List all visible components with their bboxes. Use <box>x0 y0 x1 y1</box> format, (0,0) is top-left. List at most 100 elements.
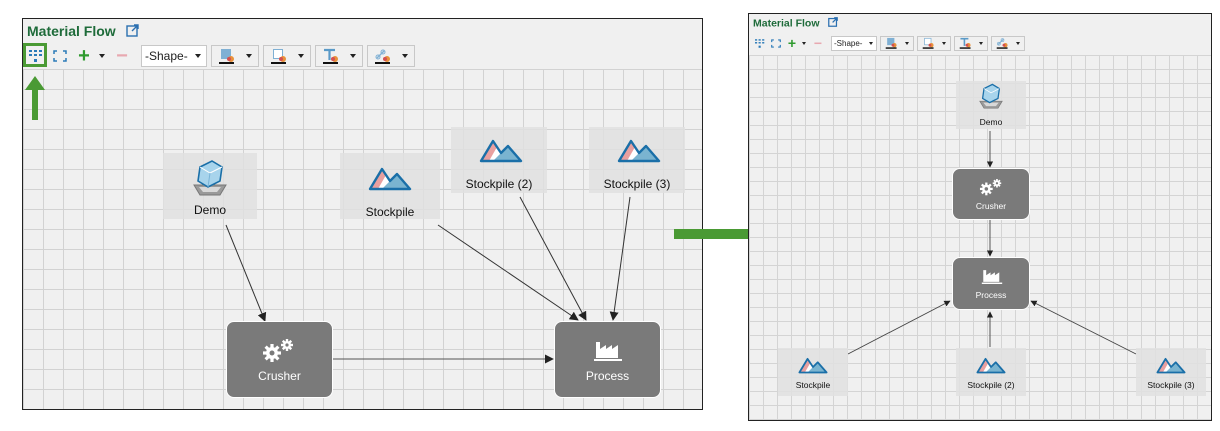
connector-color-dropdown[interactable] <box>367 45 415 67</box>
material-flow-panel-before: Material Flow + − -Shape- <box>22 18 703 410</box>
node-process[interactable]: Process <box>554 321 661 398</box>
node-label: Demo <box>979 117 1003 127</box>
text-color-icon <box>323 48 338 64</box>
line-color-dropdown[interactable] <box>263 45 311 67</box>
external-link-icon[interactable] <box>125 24 139 40</box>
auto-layout-button[interactable] <box>25 45 47 67</box>
auto-layout-highlight <box>23 43 47 67</box>
fit-to-screen-icon <box>771 38 781 48</box>
fit-to-screen-button[interactable] <box>767 35 785 51</box>
fill-color-icon <box>885 37 897 49</box>
node-demo[interactable]: Demo <box>956 81 1026 129</box>
gears-icon <box>979 179 1002 196</box>
fill-color-dropdown[interactable] <box>880 35 914 51</box>
node-crusher[interactable]: Crusher <box>226 321 333 398</box>
node-label: Stockpile (2) <box>967 380 1015 390</box>
line-color-icon <box>922 37 934 49</box>
edge-stockpile3-process[interactable] <box>1030 300 1137 355</box>
stockpile-icon <box>617 139 661 163</box>
text-color-dropdown[interactable] <box>954 35 988 51</box>
panel-title: Material Flow <box>27 23 139 40</box>
factory-icon <box>981 270 1003 284</box>
node-crusher[interactable]: Crusher <box>952 168 1030 220</box>
edge-demo-crusher[interactable] <box>225 224 267 322</box>
add-dropdown-button[interactable] <box>799 35 809 51</box>
stockpile-icon <box>1156 357 1186 374</box>
text-color-dropdown[interactable] <box>315 45 363 67</box>
node-stockpile-2[interactable]: Stockpile (2) <box>451 127 547 193</box>
diagram-canvas[interactable]: Demo Crusher Process <box>749 55 1211 420</box>
node-label: Stockpile (3) <box>603 177 671 191</box>
edge-stockpile-process[interactable] <box>847 300 951 355</box>
mine-cube-icon <box>193 160 227 196</box>
add-button[interactable]: + <box>78 44 90 67</box>
edge-stockpile-process[interactable] <box>437 224 579 321</box>
chevron-down-icon <box>1016 41 1020 45</box>
text-color-icon <box>959 37 971 49</box>
chevron-down-icon <box>402 54 408 58</box>
node-stockpile[interactable]: Stockpile <box>778 348 848 396</box>
remove-button[interactable]: − <box>116 44 128 67</box>
chevron-down-icon <box>195 54 201 58</box>
line-color-icon <box>271 49 286 64</box>
add-button[interactable]: + <box>787 35 797 51</box>
node-label: Demo <box>193 203 226 217</box>
up-arrow-annotation <box>25 76 45 120</box>
diagram-canvas[interactable]: Demo Stockpile Stockpile (2) <box>23 69 702 409</box>
node-label: Stockpile <box>795 380 831 390</box>
factory-icon <box>594 342 622 361</box>
panel-header: Material Flow + − -Shape- <box>23 19 702 69</box>
fill-color-icon <box>219 49 234 64</box>
edge-stockpile3-process[interactable] <box>609 196 631 321</box>
node-label: Process <box>975 290 1007 300</box>
line-color-dropdown[interactable] <box>917 35 951 51</box>
node-label: Stockpile (3) <box>1147 380 1195 390</box>
connector-color-dropdown[interactable] <box>991 35 1025 51</box>
material-flow-panel-after: Material Flow + − -Shape- <box>748 13 1212 421</box>
toolbar: + − -Shape- <box>753 35 1025 51</box>
add-dropdown-button[interactable] <box>95 45 109 67</box>
node-label: Crusher <box>258 369 301 383</box>
chevron-down-icon <box>942 41 946 45</box>
panel-header: Material Flow + − -Shape- <box>749 14 1211 55</box>
edge-stockpile2-process[interactable] <box>519 196 587 321</box>
node-label: Process <box>585 369 630 383</box>
fit-to-screen-button[interactable] <box>47 45 73 67</box>
fill-color-dropdown[interactable] <box>211 45 259 67</box>
remove-button[interactable]: − <box>813 35 823 51</box>
node-label: Crusher <box>975 201 1007 211</box>
chevron-down-icon <box>99 54 105 58</box>
mine-cube-icon <box>979 83 1003 109</box>
shape-select[interactable]: -Shape- <box>141 45 207 67</box>
auto-layout-button[interactable] <box>753 35 767 51</box>
panel-title: Material Flow <box>753 17 839 30</box>
connector-color-icon <box>375 49 390 64</box>
connector-color-icon <box>996 38 1008 49</box>
chevron-down-icon <box>802 41 806 45</box>
node-label: Stockpile (2) <box>465 177 533 191</box>
chevron-down-icon <box>979 41 983 45</box>
chevron-down-icon <box>246 54 252 58</box>
node-process[interactable]: Process <box>952 257 1030 310</box>
auto-layout-icon <box>755 38 765 48</box>
stockpile-icon <box>798 357 828 374</box>
panel-title-text: Material Flow <box>753 17 820 30</box>
node-stockpile-2[interactable]: Stockpile (2) <box>956 348 1026 396</box>
chevron-down-icon <box>869 41 873 45</box>
shape-select[interactable]: -Shape- <box>831 35 877 51</box>
panel-title-text: Material Flow <box>27 23 116 39</box>
node-stockpile-3[interactable]: Stockpile (3) <box>589 127 685 193</box>
toolbar: + − -Shape- <box>25 45 415 67</box>
stockpile-icon <box>368 167 412 191</box>
node-stockpile[interactable]: Stockpile <box>340 153 440 219</box>
node-demo[interactable]: Demo <box>163 153 257 219</box>
chevron-down-icon <box>350 54 356 58</box>
chevron-down-icon <box>905 41 909 45</box>
stockpile-icon <box>976 357 1006 374</box>
auto-layout-icon <box>29 50 42 62</box>
external-link-icon[interactable] <box>828 17 839 30</box>
node-stockpile-3[interactable]: Stockpile (3) <box>1136 348 1206 396</box>
node-label: Stockpile <box>365 205 415 219</box>
gears-icon <box>263 339 293 362</box>
chevron-down-icon <box>298 54 304 58</box>
